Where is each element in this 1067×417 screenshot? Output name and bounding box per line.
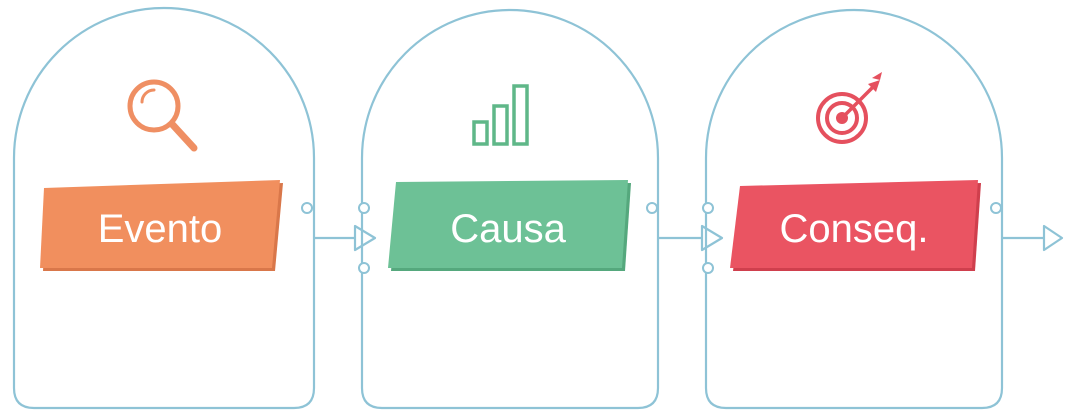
connector-arrow-3 <box>1002 224 1064 252</box>
step-label: Conseq. <box>780 207 929 251</box>
input-port-bottom <box>702 262 714 274</box>
card-outline <box>360 8 660 410</box>
connector-arrow-1 <box>314 224 377 252</box>
card-outline <box>12 6 316 410</box>
step-card-evento: Evento <box>12 6 316 410</box>
magnifier-icon <box>127 79 198 152</box>
step-card-causa: Causa <box>358 8 660 410</box>
input-port-top <box>358 202 370 214</box>
output-port <box>646 202 658 214</box>
output-port <box>301 202 313 214</box>
label-banner-causa: Causa <box>388 180 631 271</box>
input-port-bottom <box>358 262 370 274</box>
label-banner-evento: Evento <box>40 180 283 271</box>
step-card-conseq: Conseq. <box>702 8 1004 410</box>
step-label: Causa <box>450 207 566 251</box>
card-outline <box>704 8 1004 410</box>
label-banner-conseq: Conseq. <box>730 180 981 271</box>
target-icon <box>816 72 882 144</box>
output-port <box>990 202 1002 214</box>
connector-arrow-2 <box>658 224 724 252</box>
step-label: Evento <box>98 207 223 251</box>
bar-chart-icon <box>472 84 529 146</box>
input-port-top <box>702 202 714 214</box>
